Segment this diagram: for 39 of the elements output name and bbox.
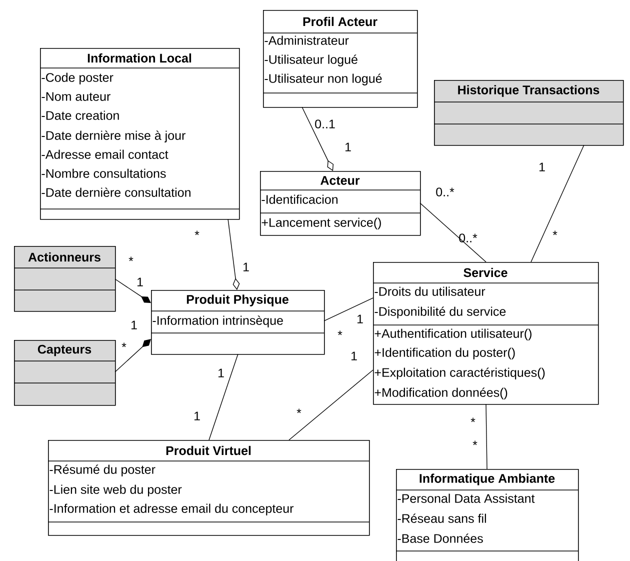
association-line bbox=[208, 354, 238, 440]
multiplicity-label: * bbox=[128, 256, 134, 262]
multiplicity-label: * bbox=[470, 418, 476, 422]
association-line bbox=[288, 370, 374, 440]
multiplicity-label: 1 bbox=[345, 142, 351, 152]
association-line bbox=[114, 278, 151, 303]
class-box: Service -Droits du utilisateur -Disponibilité du service +Authentification utilisateur() +Identification du poster() +Exploitation caractéristiques() +Modification données() bbox=[372, 262, 599, 405]
multiplicity-label: 0..* bbox=[436, 188, 454, 196]
class-box: Acteur -Identificacion +Lancement service() bbox=[260, 171, 421, 236]
association-line bbox=[530, 144, 584, 262]
class-box: Informatique Ambiante -Personal Data Assistant -Réseau sans fil -Base Données bbox=[396, 469, 579, 561]
class-box: Actionneurs bbox=[14, 246, 116, 312]
class-box: Produit Physique -Information intrinsèque bbox=[150, 290, 325, 355]
multiplicity-label: 1 bbox=[243, 262, 249, 272]
association-line bbox=[114, 339, 151, 372]
multiplicity-label: 1 bbox=[194, 412, 200, 420]
association-line bbox=[228, 218, 240, 290]
multiplicity-label: 0..1 bbox=[315, 120, 335, 128]
class-box: Profil Acteur -Administrateur -Utilisateur logué -Utilisateur non logué bbox=[262, 10, 418, 108]
association-line bbox=[302, 106, 334, 171]
multiplicity-label: * bbox=[296, 408, 302, 414]
multiplicity-label: * bbox=[472, 440, 478, 446]
class-box: Produit Virtuel -Résumé du poster -Lien site web du poster -Information et adresse email du concepteur bbox=[48, 440, 370, 536]
multiplicity-label: 0..* bbox=[459, 234, 478, 242]
multiplicity-label: * bbox=[122, 342, 126, 348]
multiplicity-label: * bbox=[552, 230, 558, 236]
multiplicity-label: 1 bbox=[357, 314, 363, 324]
class-box: Historique Transactions bbox=[434, 80, 624, 146]
class-box: Capteurs bbox=[14, 340, 116, 406]
association-line bbox=[420, 202, 486, 262]
association-line bbox=[486, 404, 488, 470]
multiplicity-label: 1 bbox=[218, 368, 224, 378]
multiplicity-label: 1 bbox=[351, 352, 357, 360]
class-box: Information Local -Code poster -Nom auteur -Date creation -Date dernière mise à jour -Adresse email contact -Nombre consultations -Date dernière consultation bbox=[40, 48, 240, 220]
multiplicity-label: 1 bbox=[137, 278, 143, 286]
association-line bbox=[324, 298, 374, 322]
multiplicity-label: 1 bbox=[131, 320, 137, 330]
multiplicity-label: * bbox=[338, 330, 342, 336]
multiplicity-label: 1 bbox=[539, 162, 545, 172]
